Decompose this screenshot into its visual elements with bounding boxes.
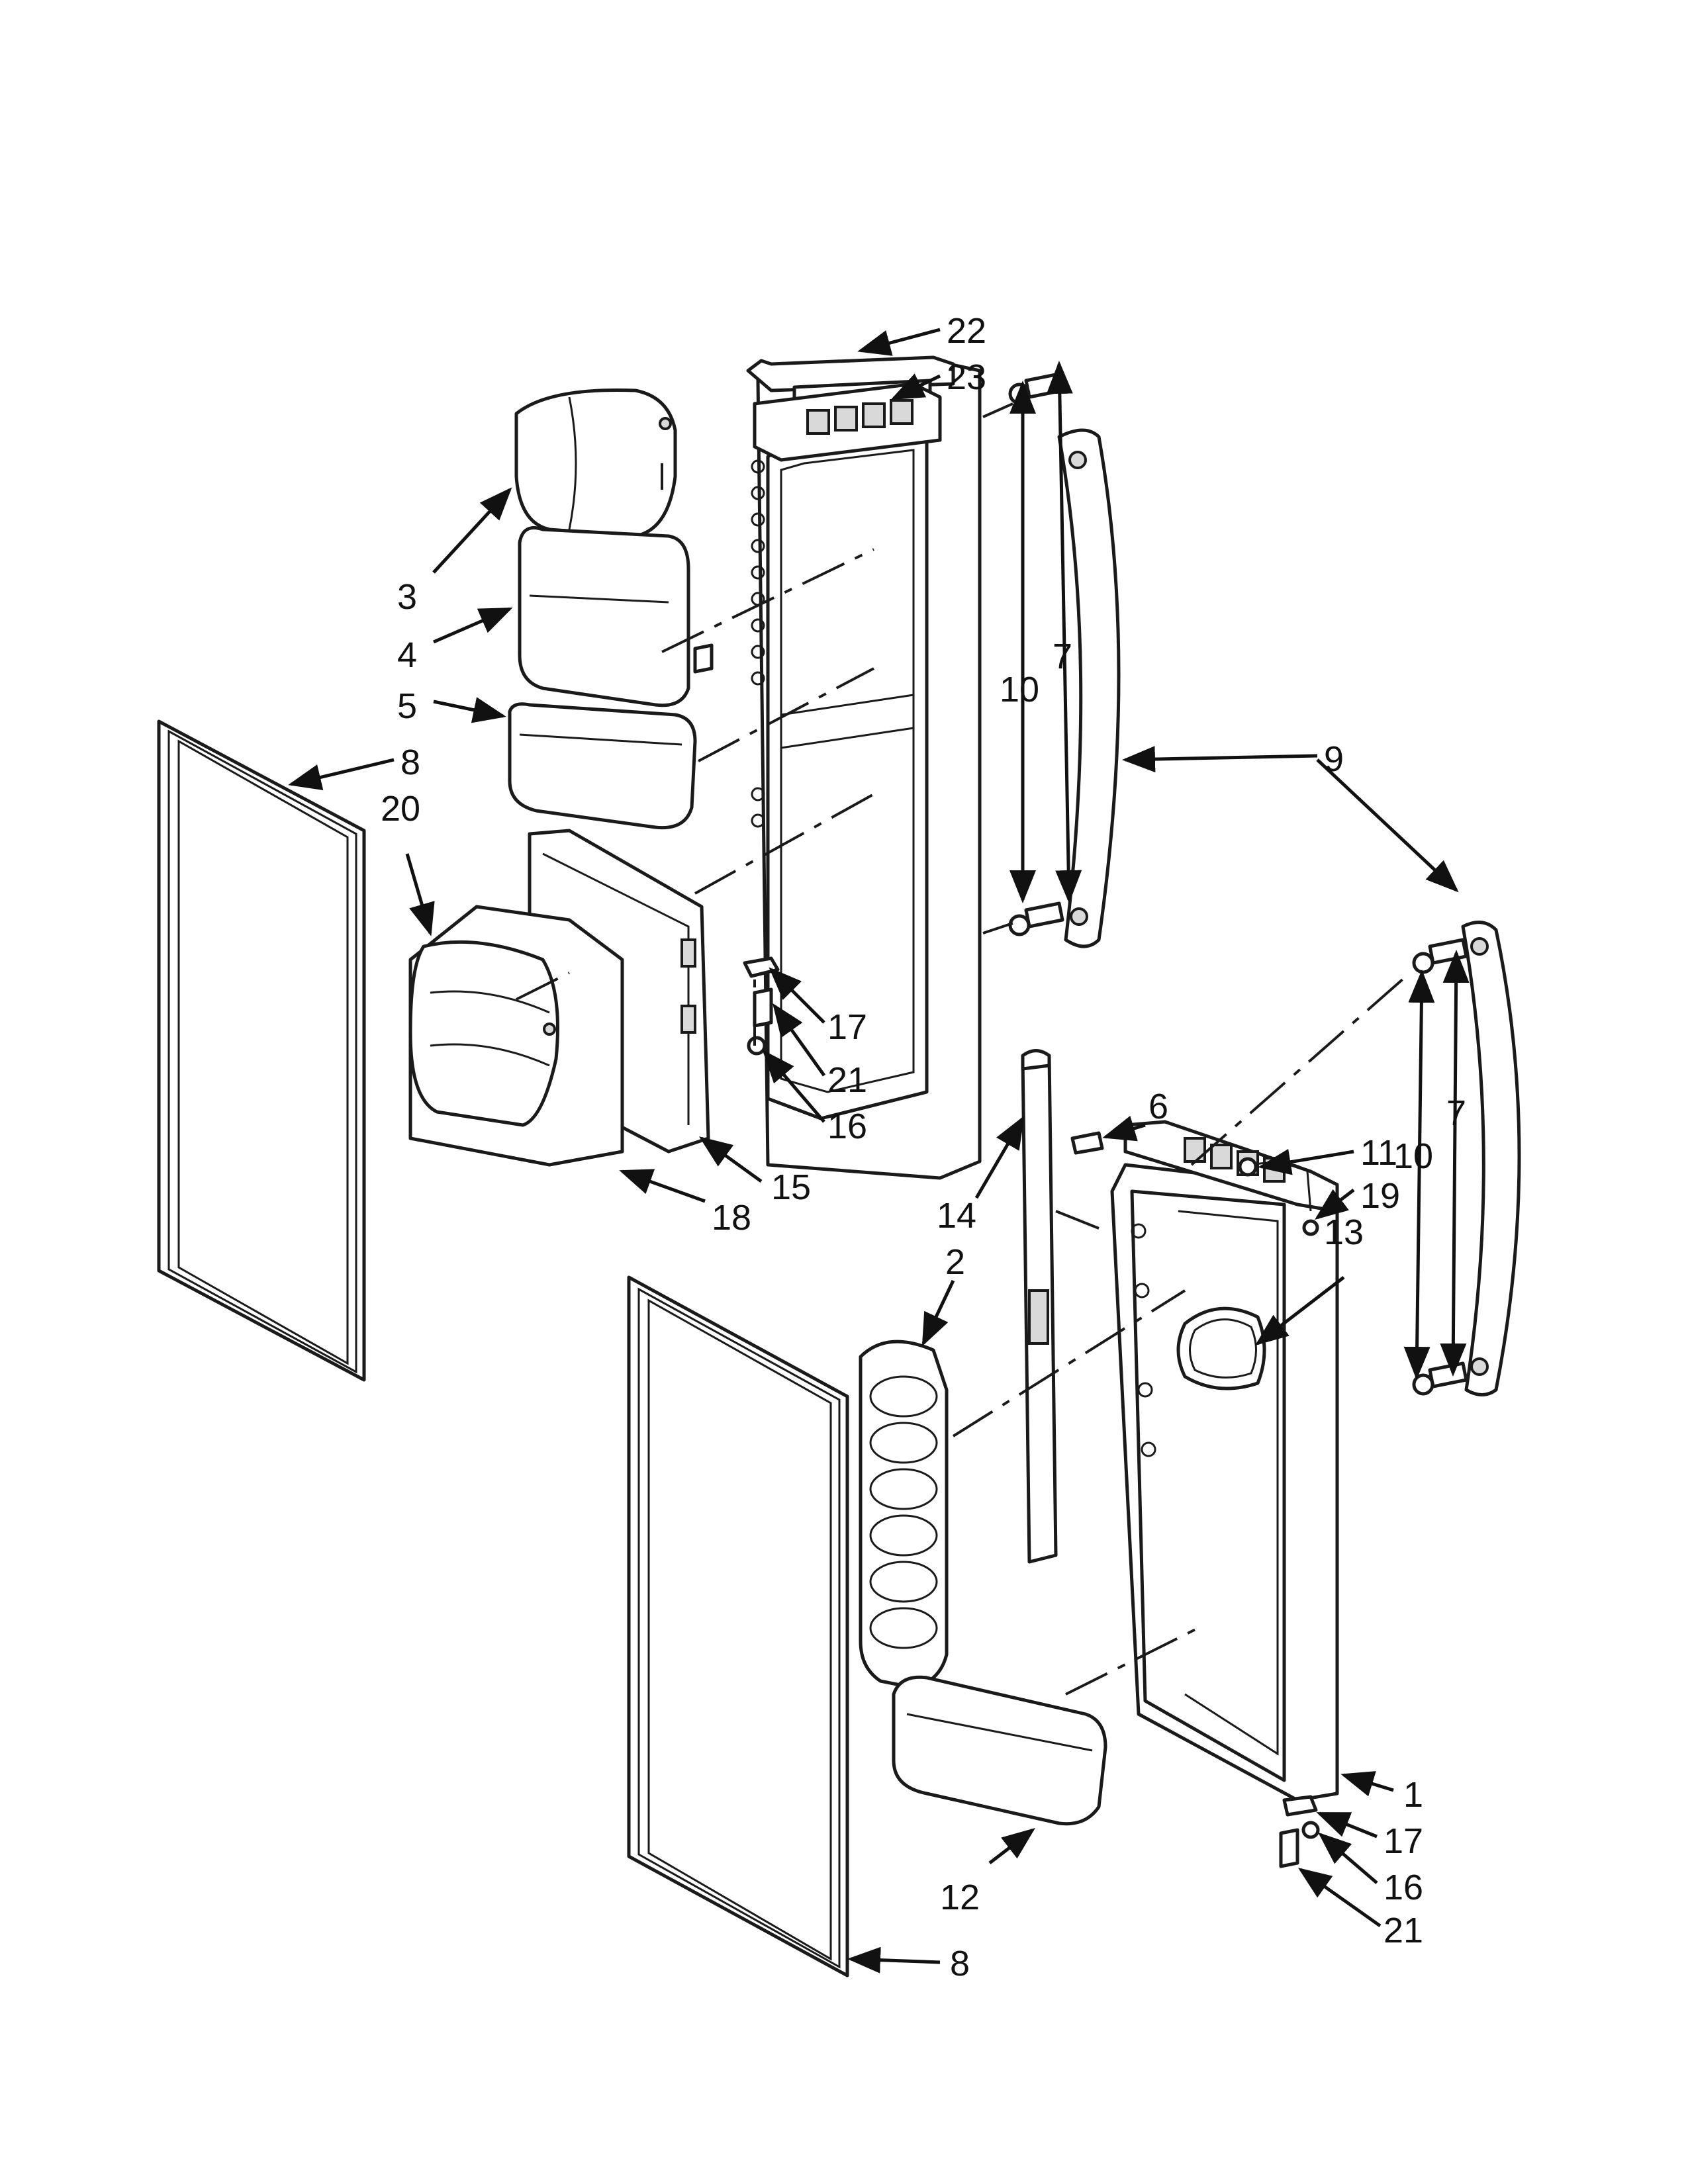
dispenser-tube bbox=[1021, 1049, 1058, 1564]
door-bin-upper bbox=[518, 526, 714, 707]
callout-16-upper: 16 bbox=[827, 1107, 867, 1146]
door-bin-tall bbox=[859, 1340, 949, 1690]
lower-hinge-hardware bbox=[1279, 1795, 1320, 1868]
callout-10-upper: 10 bbox=[1000, 670, 1039, 709]
callout-4: 4 bbox=[397, 635, 417, 675]
callout-17-upper: 17 bbox=[827, 1007, 867, 1047]
callout-22: 22 bbox=[947, 311, 986, 351]
callout-17-lower: 17 bbox=[1383, 1821, 1423, 1861]
callout-6: 6 bbox=[1149, 1087, 1168, 1126]
upper-door-gasket bbox=[157, 719, 366, 1382]
callout-15: 15 bbox=[771, 1167, 811, 1207]
ice-chute-ring bbox=[1176, 1306, 1266, 1390]
callout-8-lower: 8 bbox=[950, 1944, 970, 1983]
callout-7-lower: 7 bbox=[1446, 1093, 1466, 1133]
callout-3: 3 bbox=[397, 577, 417, 617]
callout-16-lower: 16 bbox=[1383, 1868, 1423, 1907]
callout-5: 5 bbox=[397, 686, 417, 726]
callout-labels: 22 23 3 4 5 8 20 10 7 9 17 21 16 15 18 6… bbox=[381, 311, 1466, 1983]
leader-arrows bbox=[288, 328, 1470, 1974]
lower-door-handle bbox=[1461, 921, 1521, 1396]
callout-11: 11 bbox=[1360, 1133, 1397, 1173]
callout-10-lower: 10 bbox=[1393, 1136, 1433, 1176]
dispenser-cover bbox=[408, 905, 624, 1167]
callout-7-upper: 7 bbox=[1053, 637, 1072, 676]
callout-9: 9 bbox=[1324, 739, 1344, 779]
upper-door-liner bbox=[746, 355, 982, 1180]
door-bin-small bbox=[508, 702, 697, 830]
callout-2: 2 bbox=[945, 1242, 965, 1282]
callout-21-upper: 21 bbox=[827, 1060, 867, 1100]
callout-18: 18 bbox=[712, 1198, 751, 1238]
screw-6 bbox=[1070, 1131, 1104, 1155]
lower-door-gasket bbox=[627, 1275, 849, 1978]
bin-cover bbox=[514, 388, 677, 538]
callout-8-upper: 8 bbox=[400, 743, 420, 782]
callout-20: 20 bbox=[381, 789, 420, 829]
door-bin-bottom bbox=[892, 1675, 1107, 1826]
callout-19: 19 bbox=[1360, 1176, 1400, 1216]
callout-23: 23 bbox=[947, 357, 986, 397]
callout-12: 12 bbox=[940, 1878, 980, 1917]
callout-21-lower: 21 bbox=[1383, 1911, 1423, 1950]
liner-shelf-dimples bbox=[751, 459, 765, 828]
lower-door-liner bbox=[1110, 1120, 1339, 1802]
callout-13: 13 bbox=[1324, 1212, 1364, 1252]
callout-14: 14 bbox=[937, 1196, 976, 1236]
callout-1: 1 bbox=[1403, 1775, 1423, 1815]
assembly-lines bbox=[516, 402, 1411, 1696]
